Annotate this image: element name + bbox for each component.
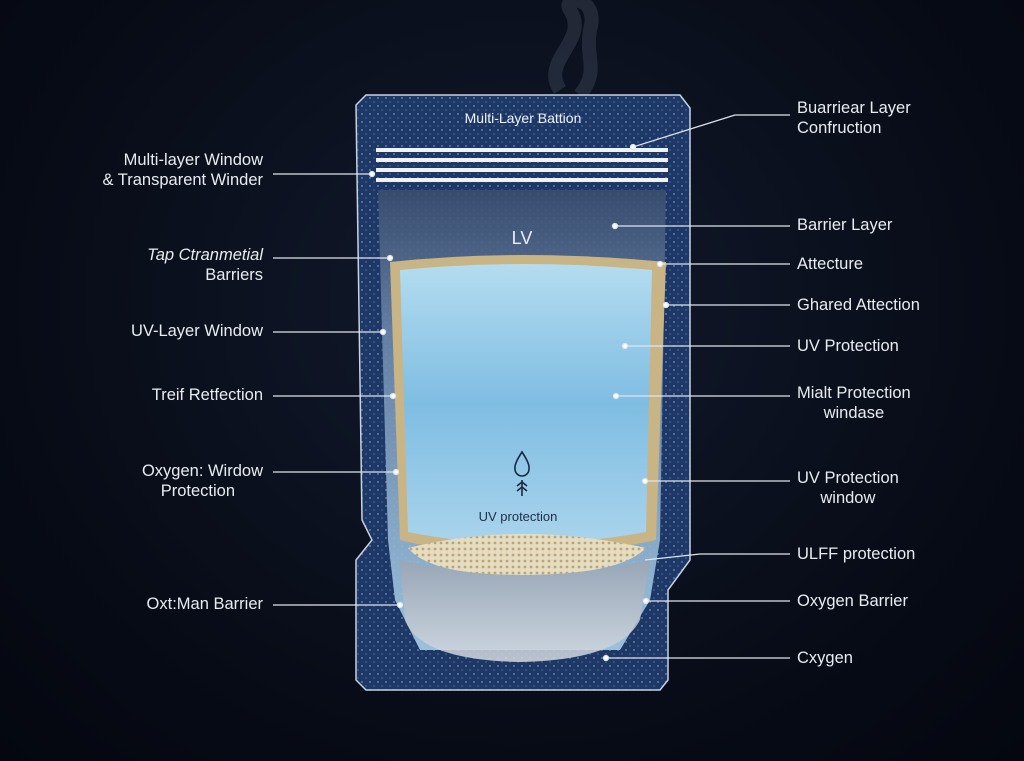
label-line: Attecture <box>797 255 864 273</box>
label-line: windase <box>823 404 885 422</box>
pouch-header-label: Multi-Layer Battion <box>465 110 582 126</box>
label-line: & Transparent Winder <box>102 171 264 189</box>
label-line: Confruction <box>797 119 882 137</box>
label-line: Oxt:Man Barrier <box>146 595 263 613</box>
label-line: window <box>820 489 876 507</box>
label-line: UV Protection <box>797 337 899 355</box>
water-drop-icon <box>514 450 530 496</box>
left-label-uv-layer-window: UV-Layer Window <box>131 321 263 341</box>
label-line: Barriers <box>205 266 263 284</box>
right-label-mialt-protection: Mialt Protection windase <box>797 383 911 423</box>
left-label-multilayer-window: Multi-layer Window & Transparent Winder <box>103 150 264 190</box>
label-line: Buarriear Layer <box>797 99 911 117</box>
zipper-lines <box>376 148 668 182</box>
right-label-ulff-protection: ULFF protection <box>797 544 915 564</box>
left-leader-lines <box>273 170 404 609</box>
right-label-barrier-layer: Barrier Layer <box>797 215 892 235</box>
right-label-ghared-attection: Ghared Attection <box>797 295 920 315</box>
label-line: Barrier Layer <box>797 216 893 234</box>
label-line: Cxygen <box>797 649 853 667</box>
mesh-bottom <box>408 534 646 575</box>
right-leader-lines <box>602 114 790 662</box>
label-line: Multi-layer Window <box>123 151 263 169</box>
right-label-uv-protection: UV Protection <box>797 336 899 356</box>
right-label-attecture: Attecture <box>797 254 863 274</box>
label-line: Protection <box>160 482 235 500</box>
steam <box>548 0 599 100</box>
label-line: ULFF protection <box>797 545 916 563</box>
label-line: Oxygen: Wirdow <box>141 462 263 480</box>
right-label-uv-protection-window: UV Protection window <box>797 468 899 508</box>
inner-label: UV protection <box>479 509 558 524</box>
label-line: Oxygen Barrier <box>797 592 908 610</box>
label-line: Mialt Protection <box>797 384 911 402</box>
liquid <box>400 264 652 544</box>
label-line: Tap Ctranmetial <box>147 246 263 264</box>
window-label: LV <box>512 228 533 248</box>
label-line: Treif Retfection <box>151 386 263 404</box>
label-line: UV Protection <box>797 469 899 487</box>
right-label-oxygen-barrier: Oxygen Barrier <box>797 591 908 611</box>
left-label-treif-retfection: Treif Retfection <box>152 385 263 405</box>
label-line: UV-Layer Window <box>130 322 263 340</box>
left-label-oxtman-barrier: Oxt:Man Barrier <box>147 594 263 614</box>
label-line: Ghared Attection <box>797 296 920 314</box>
right-label-cxygen: Cxygen <box>797 648 853 668</box>
bottom-bowl <box>400 560 650 662</box>
